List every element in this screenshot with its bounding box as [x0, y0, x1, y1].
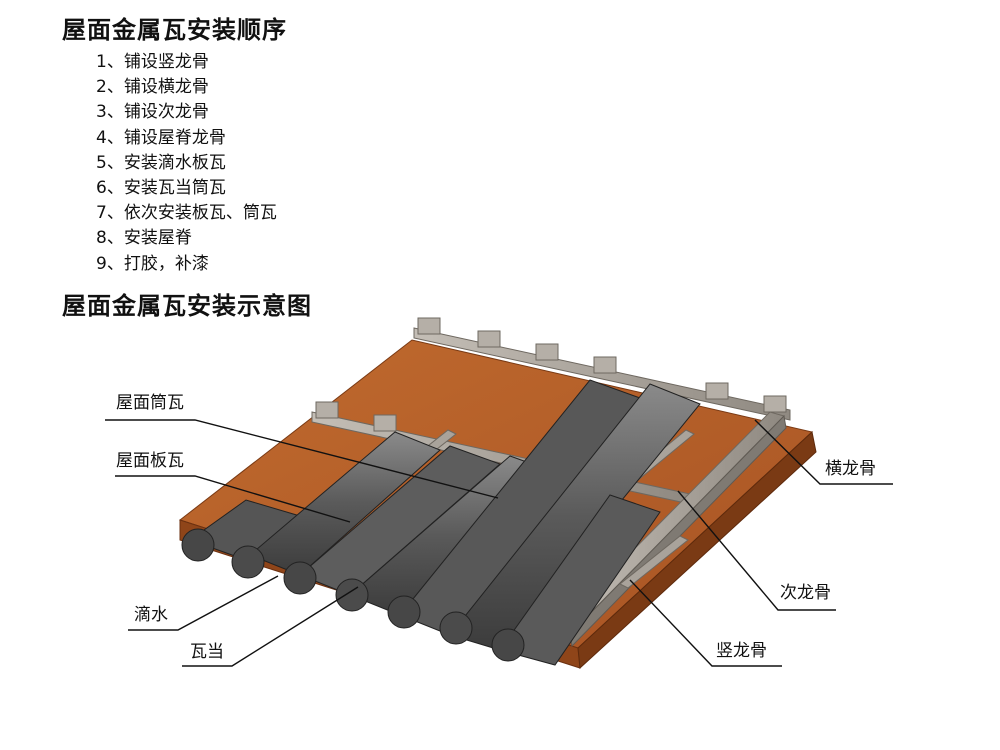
label-secondary-keel: 次龙骨: [780, 583, 831, 603]
step-item: 4、铺设屋脊龙骨: [96, 127, 226, 148]
diagram-title: 屋面金属瓦安装示意图: [62, 291, 312, 320]
label-eave-tile: 瓦当: [190, 642, 224, 662]
label-plate-tile: 屋面板瓦: [116, 451, 184, 471]
tile-rows: [188, 379, 701, 666]
step-item: 1、铺设竖龙骨: [96, 52, 209, 72]
label-horizontal-keel: 横龙骨: [825, 459, 876, 479]
horizontal-keel-far: [413, 317, 791, 421]
step-item: 3、铺设次龙骨: [96, 102, 209, 123]
step-item: 7、依次安装板瓦、筒瓦: [96, 203, 277, 224]
step-item: 8、安装屋脊: [96, 228, 192, 249]
step-item: 9、打胶，补漆: [96, 253, 209, 274]
label-tube-tile: 屋面筒瓦: [116, 393, 184, 413]
step-item: 6、安装瓦当筒瓦: [96, 178, 226, 199]
eave-tile-ends: [181, 528, 525, 662]
label-drip: 滴水: [134, 605, 168, 625]
installation-steps-list: 1、铺设竖龙骨 2、铺设横龙骨 3、铺设次龙骨 4、铺设屋脊龙骨 5、安装滴水板…: [96, 50, 277, 277]
page-title: 屋面金属瓦安装顺序: [62, 15, 287, 44]
leader-lines: [105, 419, 893, 667]
step-item: 2、铺设横龙骨: [96, 77, 209, 98]
label-vertical-keel: 竖龙骨: [716, 641, 767, 661]
step-item: 5、安装滴水板瓦: [96, 152, 226, 173]
